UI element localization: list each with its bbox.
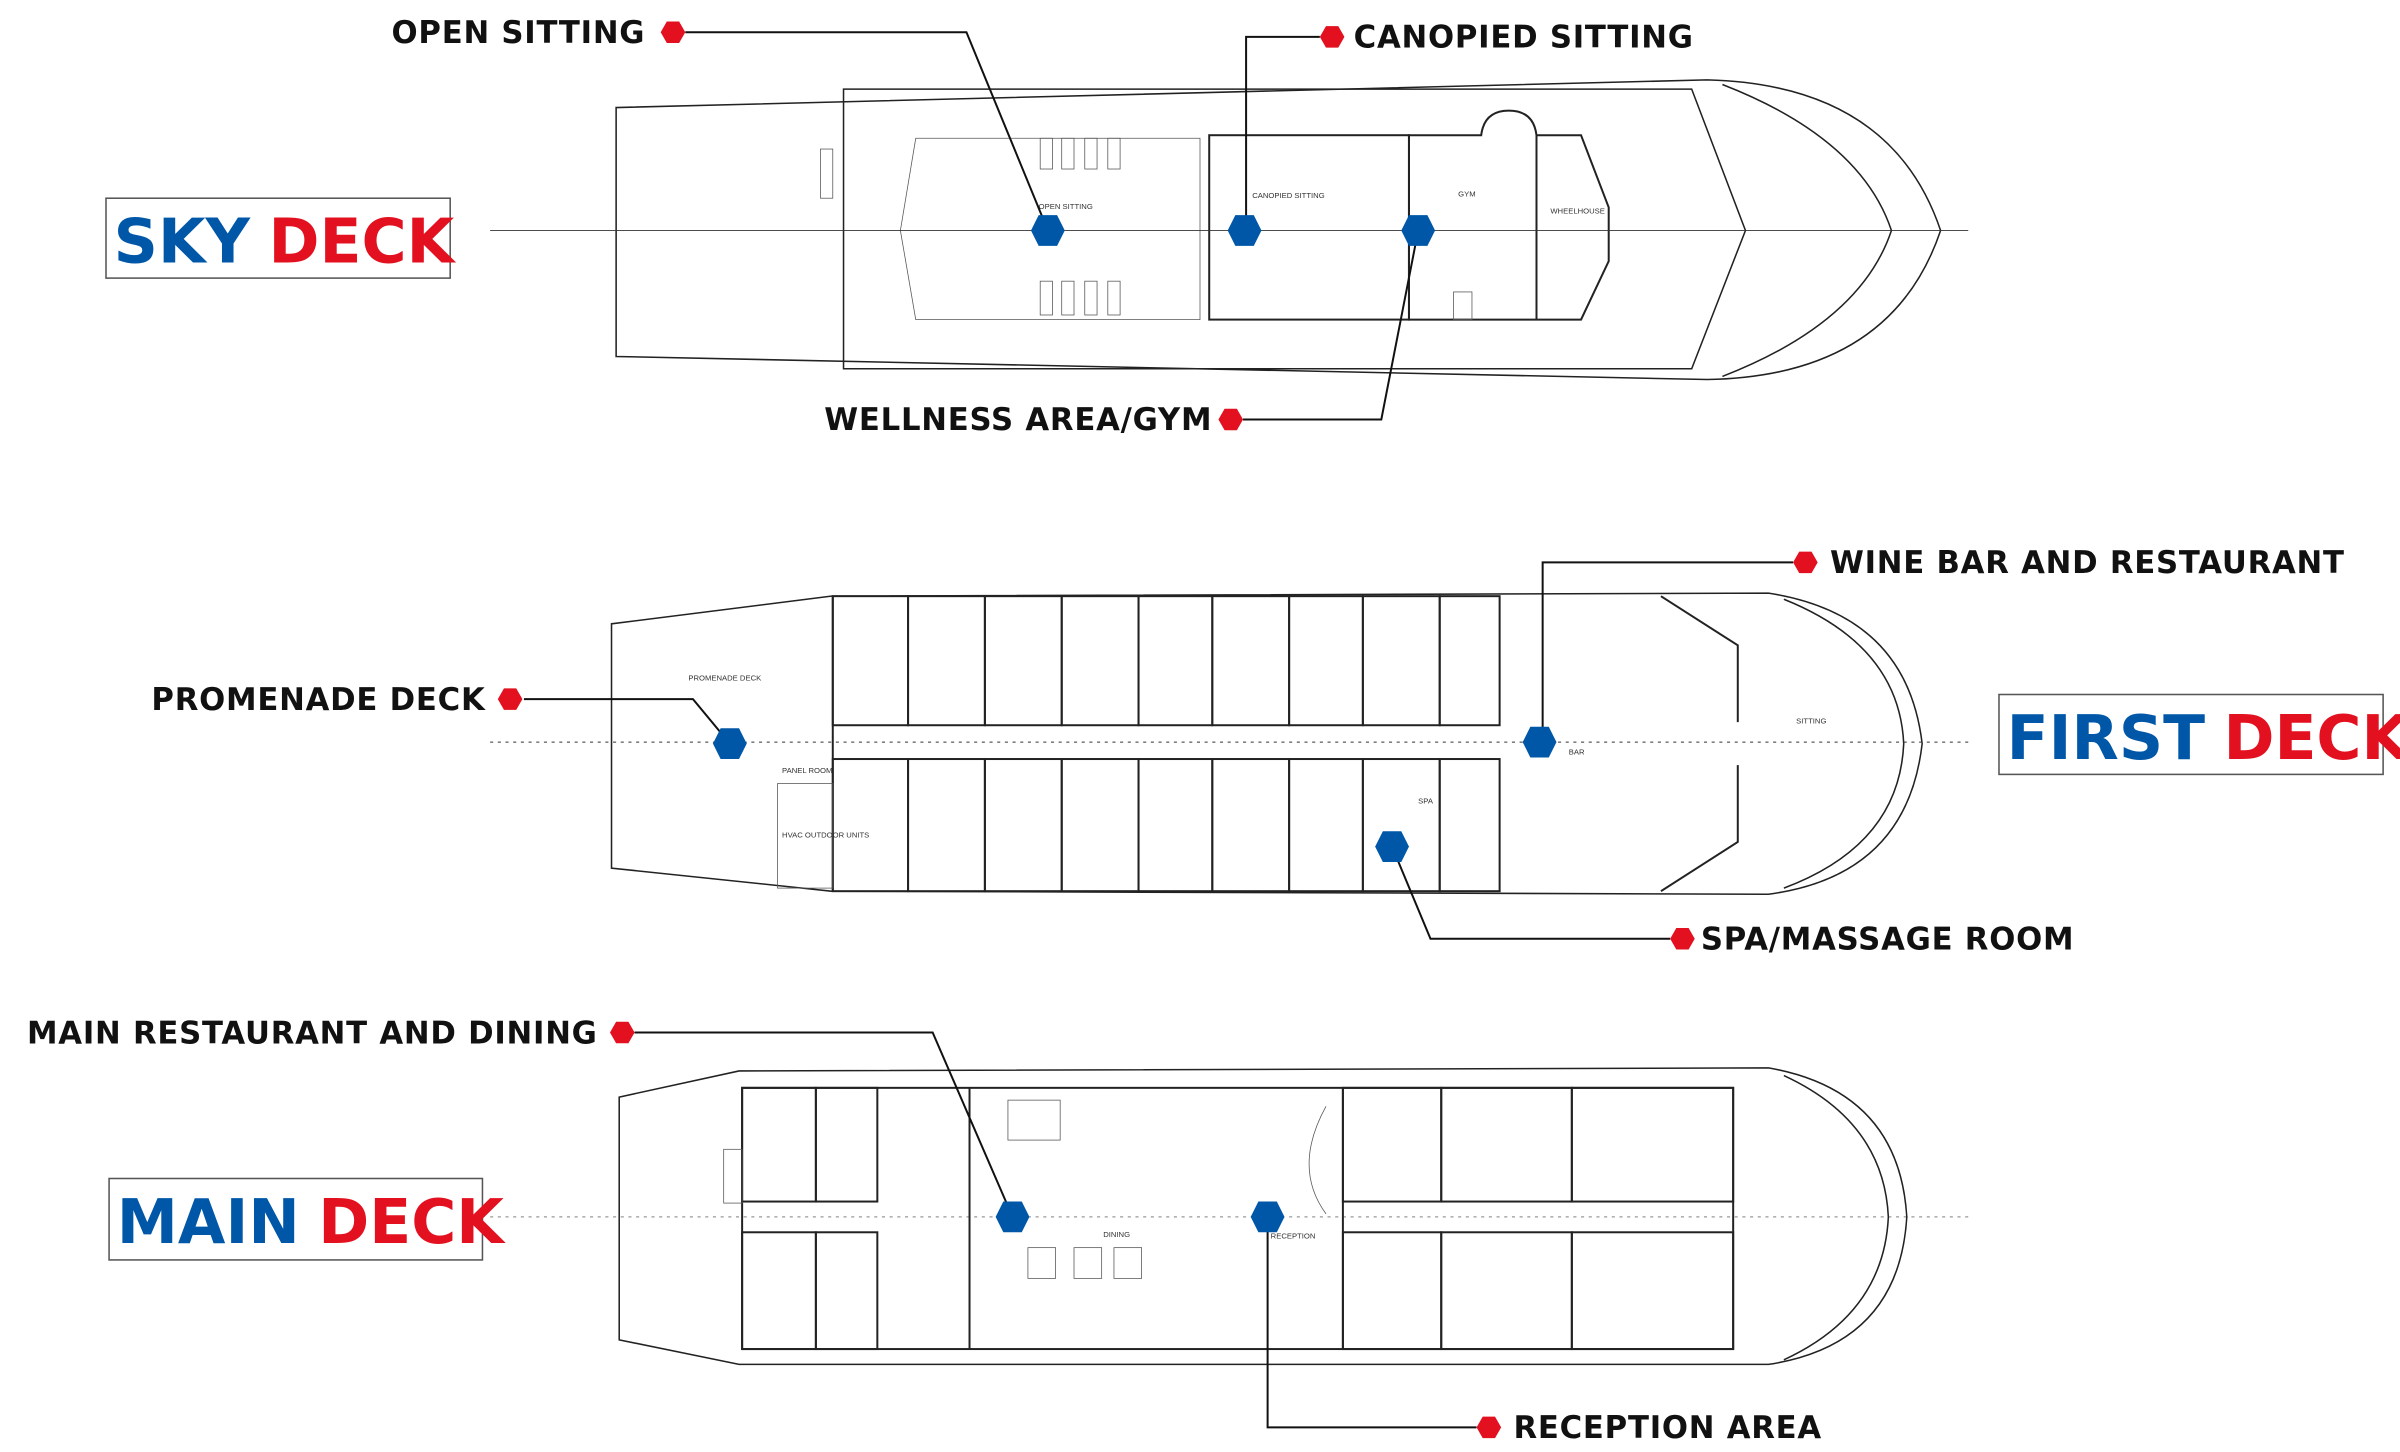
callout-spa: SPA/MASSAGE ROOM	[1375, 831, 2074, 958]
stair-icon	[820, 148, 834, 199]
stair-icon	[1453, 291, 1473, 320]
cabin	[1137, 758, 1214, 893]
hvac-area	[777, 783, 834, 889]
callout-label: CANOPIED SITTING	[1354, 20, 1694, 56]
callout-label: WELLNESS AREA/GYM	[824, 402, 1212, 438]
red-marker-icon	[660, 21, 686, 44]
location-marker-icon[interactable]	[1030, 215, 1065, 246]
plan-label: DINING	[1103, 1230, 1130, 1239]
plan-label: CANOPIED SITTING	[1252, 191, 1324, 200]
cabin	[1060, 758, 1140, 893]
cabin	[814, 1231, 879, 1351]
callout-label: SPA/MASSAGE ROOM	[1701, 922, 2074, 958]
cabin	[1438, 758, 1501, 893]
location-marker-icon[interactable]	[1375, 831, 1409, 862]
callout-label: WINE BAR AND RESTAURANT	[1830, 545, 2345, 581]
first-deck-cabins	[831, 595, 1501, 893]
cabin	[983, 758, 1063, 893]
plan-label: WHEELHOUSE	[1550, 207, 1605, 216]
cabin	[1361, 595, 1441, 727]
callout-label: PROMENADE DECK	[151, 682, 486, 718]
location-marker-icon[interactable]	[1250, 1201, 1285, 1233]
cabin	[1211, 595, 1291, 727]
cabin	[1440, 1231, 1573, 1351]
red-marker-icon	[1218, 408, 1244, 431]
cabin	[1570, 1231, 1735, 1351]
location-marker-icon[interactable]	[995, 1201, 1030, 1233]
cabin	[1361, 758, 1441, 893]
callout-canopied-sitting: CANOPIED SITTING	[1227, 20, 1694, 246]
cabin	[1341, 1086, 1443, 1203]
cabin	[907, 758, 986, 893]
red-marker-icon	[1793, 551, 1818, 574]
cabin	[1288, 758, 1364, 893]
callout-open-sitting: OPEN SITTING	[392, 15, 1065, 246]
main-deck-cabins	[741, 1086, 1735, 1351]
plan-label: PROMENADE DECK	[688, 674, 762, 683]
cabin	[831, 595, 910, 727]
callout-label: MAIN RESTAURANT AND DINING	[27, 1015, 598, 1051]
cabin	[1438, 595, 1501, 727]
cabin	[1288, 595, 1364, 727]
location-marker-icon[interactable]	[1522, 726, 1557, 758]
callout-wine-bar: WINE BAR AND RESTAURANT	[1522, 545, 2345, 758]
cabin	[983, 595, 1063, 727]
callout-promenade: PROMENADE DECK	[151, 682, 747, 760]
callout-wellness: WELLNESS AREA/GYM	[824, 215, 1436, 438]
plan-label: HVAC OUTDOOR UNITS	[782, 830, 869, 839]
cabin	[741, 1231, 817, 1351]
cabin	[907, 595, 986, 727]
cabin	[1137, 595, 1214, 727]
cabin	[831, 758, 910, 893]
plan-label: BAR	[1569, 747, 1585, 756]
callout-label: RECEPTION AREA	[1513, 1410, 1822, 1446]
cabin	[814, 1086, 879, 1203]
red-marker-icon	[1476, 1416, 1502, 1439]
location-marker-icon[interactable]	[1401, 215, 1436, 246]
red-marker-icon	[497, 688, 523, 710]
plan-label: SITTING	[1796, 717, 1826, 726]
cabin	[1341, 1231, 1443, 1351]
cabin	[1440, 1086, 1573, 1203]
callout-main-restaurant: MAIN RESTAURANT AND DINING	[27, 1015, 1030, 1233]
red-marker-icon	[1319, 26, 1345, 48]
callout-reception: RECEPTION AREA	[1250, 1201, 1822, 1446]
plan-label: SPA	[1418, 797, 1434, 806]
callout-label: OPEN SITTING	[392, 15, 646, 51]
plan-label: PANEL ROOM	[782, 766, 832, 775]
cabin	[741, 1086, 817, 1203]
main-deck-plan: DINING RECEPTION	[490, 1067, 1969, 1366]
stair-icon	[723, 1148, 743, 1204]
location-marker-icon[interactable]	[712, 728, 747, 760]
cabin	[1060, 595, 1140, 727]
plan-label: GYM	[1458, 190, 1475, 199]
red-marker-icon	[1670, 928, 1695, 950]
location-marker-icon[interactable]	[1227, 215, 1262, 246]
sky-deck-benches	[1039, 137, 1121, 316]
dining-tables	[1027, 1247, 1142, 1279]
plan-label: OPEN SITTING	[1039, 202, 1093, 211]
stair-icon	[1007, 1099, 1061, 1141]
cabin	[1570, 1086, 1735, 1203]
cabin	[1211, 758, 1291, 893]
first-deck-plan: PROMENADE DECK PANEL ROOM HVAC OUTDOOR U…	[490, 592, 1969, 896]
red-marker-icon	[609, 1021, 635, 1044]
plan-label: RECEPTION	[1271, 1231, 1316, 1240]
